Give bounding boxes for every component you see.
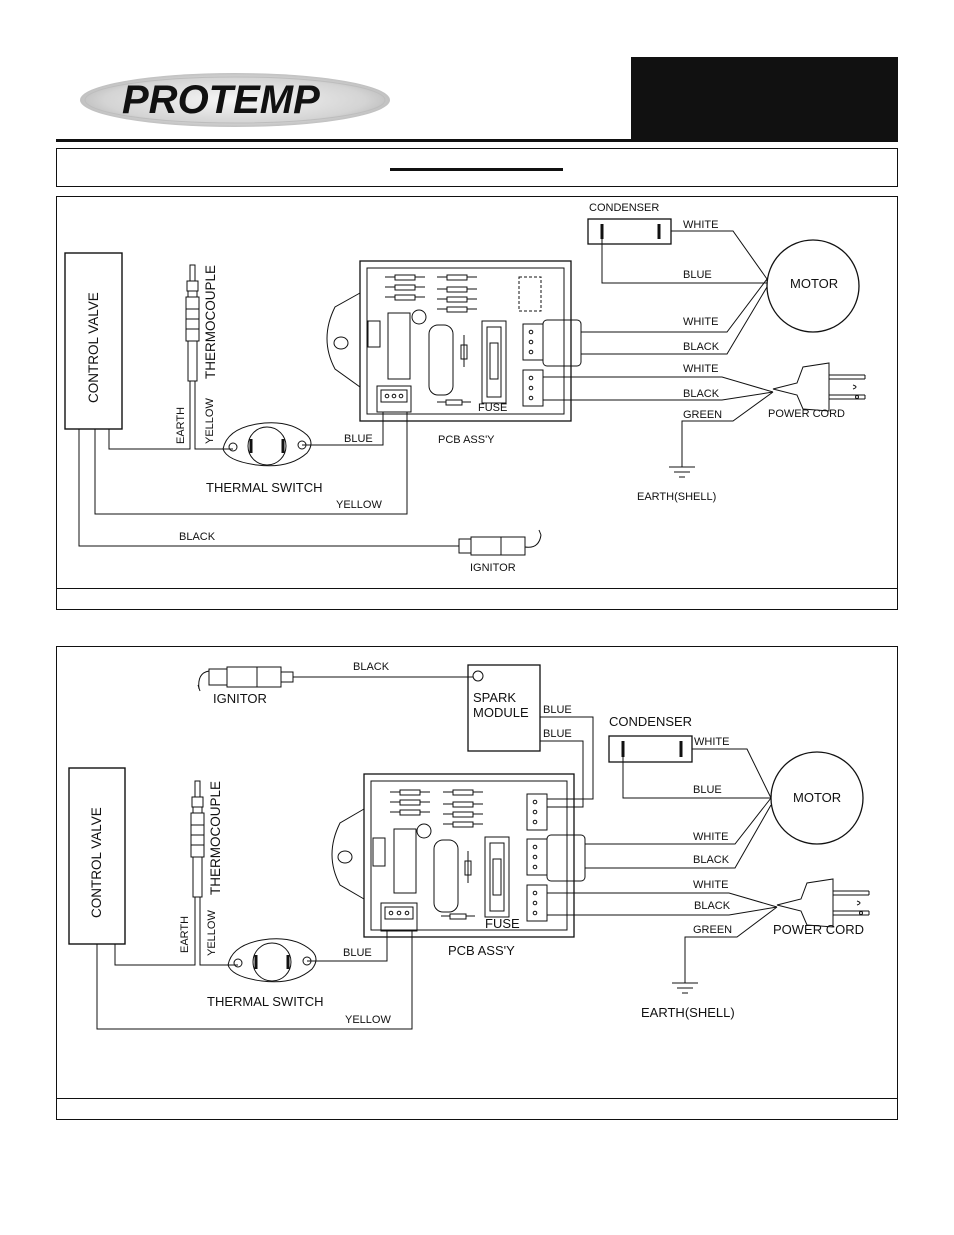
diagram-2-svg: BLACK IGNITOR SPARK MODULE BLUE BLUE CON… xyxy=(68,661,870,1030)
wire-black-motor: BLACK xyxy=(683,341,720,353)
control-valve xyxy=(64,252,123,430)
wire-blue-spark-1: BLUE xyxy=(543,704,572,716)
power-cord-plug xyxy=(772,362,866,412)
power-cord-plug xyxy=(776,878,870,928)
diagram-1-caption xyxy=(57,588,897,609)
thermal-switch-label: THERMAL SWITCH xyxy=(207,994,324,1009)
wire-yellow-thermocouple: YELLOW xyxy=(206,910,218,956)
ignitor-label: IGNITOR xyxy=(470,562,516,574)
earth-shell-label: EARTH(SHELL) xyxy=(641,1005,735,1020)
protemp-logo: PROTEMP xyxy=(78,70,393,130)
thermal-switch xyxy=(227,938,317,983)
wiring-diagram-1: CONDENSER MOTOR WHITE BLUE WHITE BLACK W… xyxy=(56,196,898,610)
header-rule xyxy=(56,139,898,142)
wire-white-motor: WHITE xyxy=(693,831,728,843)
wire-white-cord: WHITE xyxy=(693,879,728,891)
thermocouple xyxy=(190,780,205,898)
wire-yellow-thermal: YELLOW xyxy=(345,1014,391,1026)
wire-earth: EARTH xyxy=(179,916,191,953)
wire-white-cord: WHITE xyxy=(683,363,718,375)
fuse-label: FUSE xyxy=(485,916,520,931)
thermocouple xyxy=(185,264,200,382)
wire-black-ignitor: BLACK xyxy=(179,531,216,543)
condenser-label: CONDENSER xyxy=(589,202,659,214)
spark-module-label-1: SPARK xyxy=(473,690,516,705)
wire-white-condenser: WHITE xyxy=(683,219,718,231)
wire-blue-spark-2: BLUE xyxy=(543,728,572,740)
thermal-switch-label: THERMAL SWITCH xyxy=(206,480,323,495)
wiring-diagram-2: BLACK IGNITOR SPARK MODULE BLUE BLUE CON… xyxy=(56,646,898,1120)
wire-blue-thermal: BLUE xyxy=(344,433,373,445)
spark-module xyxy=(467,664,541,752)
wire-green-cord: GREEN xyxy=(693,924,732,936)
wire-green-cord: GREEN xyxy=(683,409,722,421)
pcb-label: PCB ASS'Y xyxy=(448,943,515,958)
thermocouple-label: THERMOCOUPLE xyxy=(208,781,223,895)
control-valve-label: CONTROL VALVE xyxy=(86,292,101,403)
fuse-label: FUSE xyxy=(478,402,507,414)
wire-black-ignitor: BLACK xyxy=(353,661,390,673)
motor xyxy=(766,239,860,333)
wire-black-cord: BLACK xyxy=(694,900,731,912)
motor-label: MOTOR xyxy=(790,276,838,291)
power-cord-label: POWER CORD xyxy=(768,408,845,420)
header-black-block xyxy=(631,57,898,141)
thermal-switch xyxy=(222,422,312,467)
wire-yellow-thermal: YELLOW xyxy=(336,499,382,511)
ignitor-label: IGNITOR xyxy=(213,691,267,706)
motor-label: MOTOR xyxy=(793,790,841,805)
thermocouple-label: THERMOCOUPLE xyxy=(203,265,218,379)
wire-yellow-thermocouple: YELLOW xyxy=(204,398,216,444)
wire-blue-thermal: BLUE xyxy=(343,947,372,959)
wire-white-motor: WHITE xyxy=(683,316,718,328)
condenser-label: CONDENSER xyxy=(609,714,692,729)
section-title-box xyxy=(56,148,898,187)
pcb-board xyxy=(326,260,582,422)
power-cord-label: POWER CORD xyxy=(773,922,864,937)
wire-blue-condenser: BLUE xyxy=(693,784,722,796)
wire-black-motor: BLACK xyxy=(693,854,730,866)
wire-black-cord: BLACK xyxy=(683,388,720,400)
brand-name: PROTEMP xyxy=(122,78,320,122)
pcb-label: PCB ASS'Y xyxy=(438,434,495,446)
ignitor xyxy=(447,529,542,556)
diagram-1-svg: CONDENSER MOTOR WHITE BLUE WHITE BLACK W… xyxy=(64,202,866,574)
logo-swoosh: PROTEMP xyxy=(80,73,390,127)
wire-white-condenser: WHITE xyxy=(694,736,729,748)
control-valve-label: CONTROL VALVE xyxy=(89,807,104,918)
spark-module-label-2: MODULE xyxy=(473,705,529,720)
diagram-2-caption xyxy=(57,1098,897,1119)
wire-earth: EARTH xyxy=(175,407,187,444)
wire-blue-condenser: BLUE xyxy=(683,269,712,281)
earth-shell-label: EARTH(SHELL) xyxy=(637,491,716,503)
title-underline xyxy=(390,168,563,171)
pcb-board xyxy=(331,773,586,938)
ignitor xyxy=(197,666,301,692)
